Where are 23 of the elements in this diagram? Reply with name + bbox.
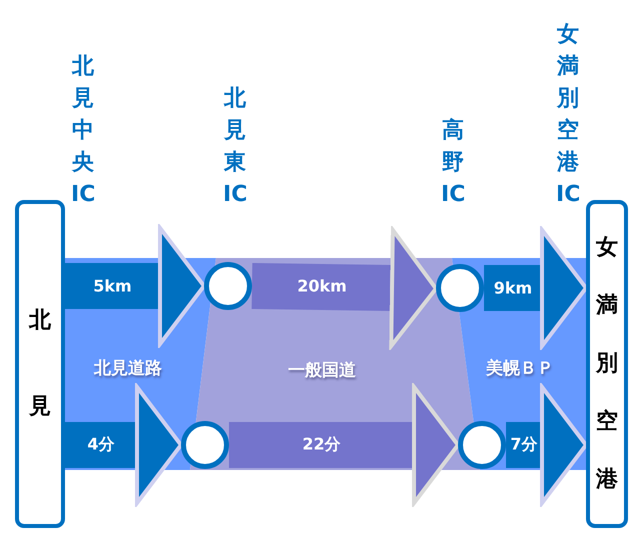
edge-label: 20km: [297, 276, 347, 296]
block-arrow: [65, 226, 206, 346]
interchange-label: 北見中央IC: [70, 53, 96, 209]
place-name: 女満別空港: [596, 234, 618, 494]
block-arrow: [252, 228, 438, 348]
interchange-label: 高野IC: [440, 116, 466, 209]
road-name: 美幌ＢＰ: [486, 358, 554, 380]
block-arrow: [484, 228, 588, 348]
edge-label: 22分: [302, 434, 341, 456]
place-box: [586, 200, 628, 528]
interchange-label: 女満別空港IC: [555, 21, 582, 209]
block-arrow: [65, 385, 183, 505]
edge-label: 9km: [494, 278, 532, 298]
edge-label: 4分: [87, 434, 115, 456]
edge-label: 7分: [510, 434, 538, 456]
road-name: 一般国道: [288, 360, 356, 382]
block-arrow: [229, 385, 460, 505]
place-box: [15, 200, 65, 528]
edge-label: 5km: [93, 276, 132, 296]
road-name: 北見道路: [94, 358, 162, 380]
interchange-label: 北見東IC: [222, 85, 248, 209]
place-name: 北見: [29, 307, 51, 421]
block-arrow: [506, 385, 588, 505]
